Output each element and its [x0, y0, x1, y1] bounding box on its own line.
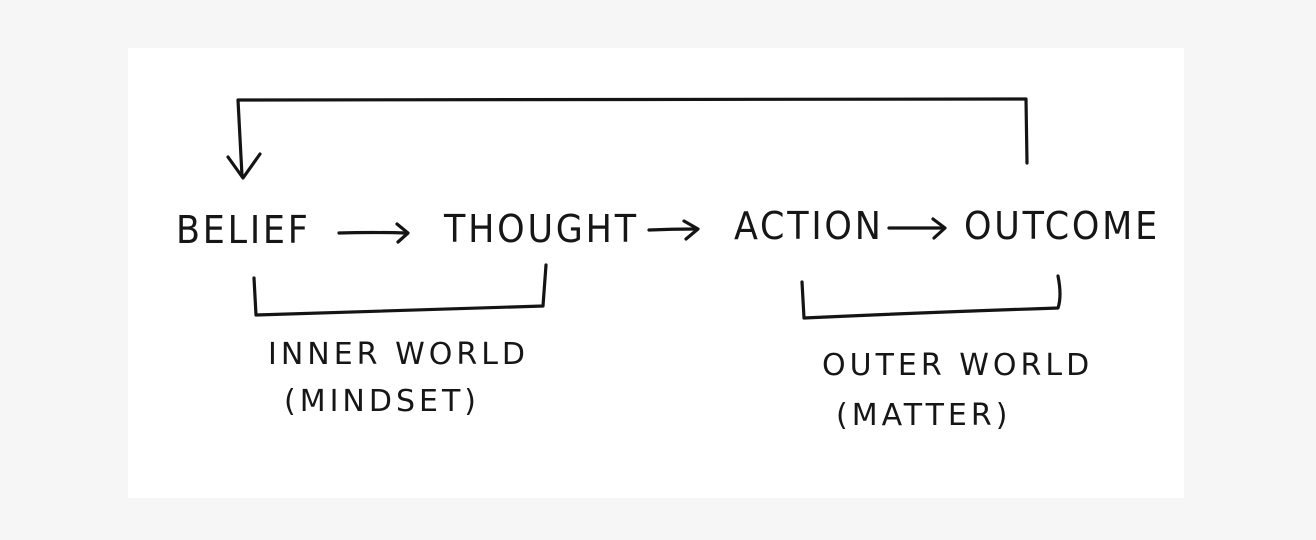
arrow-belief-thought-head: [395, 222, 410, 244]
arrow-belief-thought: [337, 230, 408, 235]
feedback-loop-arrowhead: [226, 152, 262, 180]
node-action: ACTION: [734, 204, 884, 248]
node-outcome: OUTCOME: [964, 204, 1160, 248]
node-belief: BELIEF: [176, 208, 311, 252]
node-thought: THOUGHT: [444, 207, 639, 251]
feedback-loop-line: [236, 97, 1029, 178]
inner-world-bracket: [252, 263, 548, 317]
arrow-thought-action: [647, 227, 697, 232]
outer-world-bracket: [800, 274, 1062, 320]
inner-world-label: INNER WORLD: [268, 337, 530, 372]
arrow-thought-action-head: [682, 219, 700, 241]
arrow-action-outcome-head: [931, 217, 947, 240]
outer-world-label: OUTER WORLD: [822, 348, 1094, 383]
outer-world-sublabel: (MATTER): [836, 398, 1012, 433]
sketch-canvas: [128, 48, 1184, 498]
inner-world-sublabel: (MINDSET): [284, 384, 481, 419]
